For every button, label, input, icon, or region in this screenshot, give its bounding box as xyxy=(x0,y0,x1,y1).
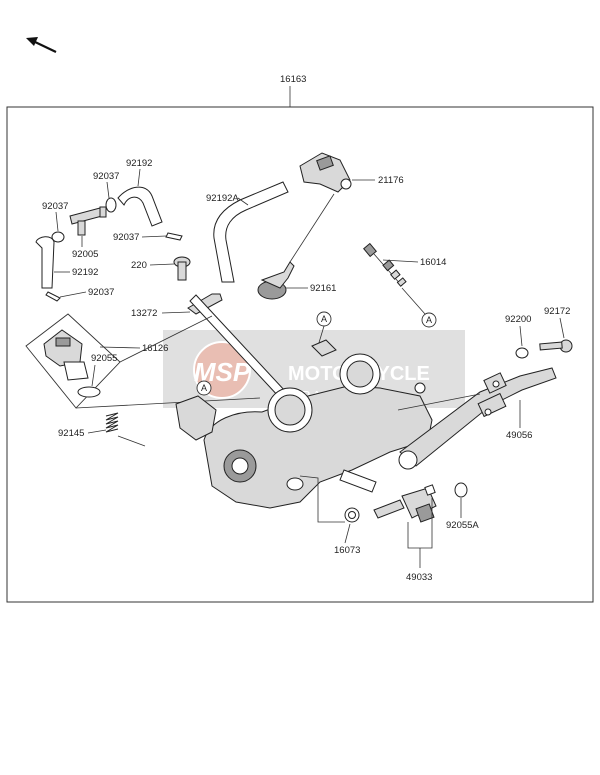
label-92192-left[interactable]: 92192 xyxy=(72,267,98,278)
hose-upper xyxy=(117,186,163,227)
callout-a-left[interactable]: A xyxy=(196,380,212,396)
label-92161[interactable]: 92161 xyxy=(310,283,336,294)
o-ring-92055 xyxy=(77,386,101,398)
label-92037-mid[interactable]: 92037 xyxy=(113,232,139,243)
bolt-92172 xyxy=(539,339,573,353)
sensor-21176 xyxy=(299,152,352,193)
label-92145[interactable]: 92145 xyxy=(58,428,84,439)
spring-92145 xyxy=(105,412,119,433)
throttle-body xyxy=(175,339,433,509)
label-92037-top[interactable]: 92037 xyxy=(93,171,119,182)
hose-clamp-left xyxy=(51,231,65,243)
assembly-frame xyxy=(6,106,594,603)
label-13272[interactable]: 13272 xyxy=(131,308,157,319)
o-ring-92055A xyxy=(454,482,468,498)
hose-92192A xyxy=(213,181,289,283)
svg-text:A: A xyxy=(426,315,432,325)
fuel-rail-49056 xyxy=(398,367,557,470)
washer-92200 xyxy=(515,347,529,359)
hose-clamp-mid xyxy=(165,232,183,241)
hose-clamp-lower xyxy=(45,291,61,302)
sensor-16014 xyxy=(363,242,407,287)
fuel-injector-49033 xyxy=(373,484,437,523)
label-92200[interactable]: 92200 xyxy=(505,314,531,325)
hose-lower-left xyxy=(35,236,55,289)
label-220[interactable]: 220 xyxy=(131,260,147,271)
label-92172[interactable]: 92172 xyxy=(544,306,570,317)
label-92037-low[interactable]: 92037 xyxy=(88,287,114,298)
label-92005[interactable]: 92005 xyxy=(72,249,98,260)
throttle-position-sensor xyxy=(43,329,89,381)
svg-text:A: A xyxy=(201,383,207,393)
callout-a-right[interactable]: A xyxy=(421,312,437,328)
label-49033[interactable]: 49033 xyxy=(406,572,432,583)
sensor-92161 xyxy=(257,261,295,300)
label-16126[interactable]: 16126 xyxy=(142,343,168,354)
label-92055[interactable]: 92055 xyxy=(91,353,117,364)
label-16073[interactable]: 16073 xyxy=(334,545,360,556)
vacuum-hose-diagonal xyxy=(289,193,335,263)
label-92192A[interactable]: 92192A xyxy=(206,193,239,204)
label-92037-left[interactable]: 92037 xyxy=(42,201,68,212)
svg-text:A: A xyxy=(321,314,327,324)
label-92192-top[interactable]: 92192 xyxy=(126,158,152,169)
tee-joint xyxy=(69,206,107,236)
screw-220 xyxy=(173,256,191,281)
label-16014[interactable]: 16014 xyxy=(420,257,446,268)
label-92055A[interactable]: 92055A xyxy=(446,520,479,531)
label-21176[interactable]: 21176 xyxy=(378,175,404,186)
label-49056[interactable]: 49056 xyxy=(506,430,532,441)
assembly-number-label[interactable]: 16163 xyxy=(280,74,306,85)
hose-clamp-upper xyxy=(105,197,117,213)
o-ring-16073 xyxy=(344,507,360,523)
callout-a-center[interactable]: A xyxy=(316,311,332,327)
front-direction-arrow-icon xyxy=(26,37,57,53)
